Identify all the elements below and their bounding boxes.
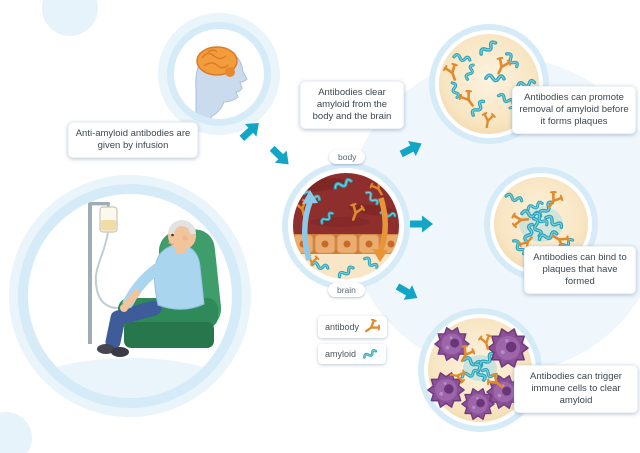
legend-antibody: antibody [318,316,388,338]
legend-antibody-label: antibody [325,322,360,332]
iv-pole [88,202,110,344]
patient-eye [171,233,174,237]
iv-tube [94,231,124,309]
patient-shoe [111,347,129,357]
patient [97,220,205,357]
iv-bag-icon [99,206,118,233]
label-promote-removal: Antibodies can promote removal of amyloi… [512,86,636,135]
background-halo [42,0,98,36]
label-clear-amyloid: Antibodies clear amyloid from the body a… [300,81,404,130]
patient-shirt [154,244,205,310]
amyloid-squiggle-icon [362,348,378,360]
brain-illustration [167,22,271,126]
circulation-arrow-down [372,197,388,262]
patient-infusion-illustration [18,184,242,408]
legend-amyloid-label: amyloid [325,349,357,359]
label-trigger-immune: Antibodies can trigger immune cells to c… [514,365,638,414]
patient-neck [176,246,185,254]
patient-scene [28,202,232,398]
label-infusion: Anti-amyloid antibodies are given by inf… [68,122,198,159]
patient-ear [182,235,188,241]
vessel-streak [310,217,370,227]
antibody-y-icon [364,319,381,335]
legend-amyloid: amyloid [318,344,387,364]
label-bind-plaques: Antibodies can bind to plaques that have… [524,246,636,295]
patient-shoe [97,344,115,354]
immune-clearance-illustration [418,308,542,432]
background-halo [0,412,32,453]
brain-pill: brain [328,283,365,297]
patient-hair [168,220,196,234]
body-pill: body [329,150,366,164]
patient-hand [120,304,128,312]
floor-shadow [28,358,232,398]
cerebellum [225,67,235,77]
brain-folds [201,49,229,69]
circulation-arrow-up [302,190,318,261]
flow-arrow-icon [266,142,295,171]
patient-mouth [167,241,175,245]
patient-legs [105,300,162,350]
brain-scene [195,46,248,119]
body-brain-interface-illustration [282,162,410,290]
patient-forearm [122,289,141,310]
